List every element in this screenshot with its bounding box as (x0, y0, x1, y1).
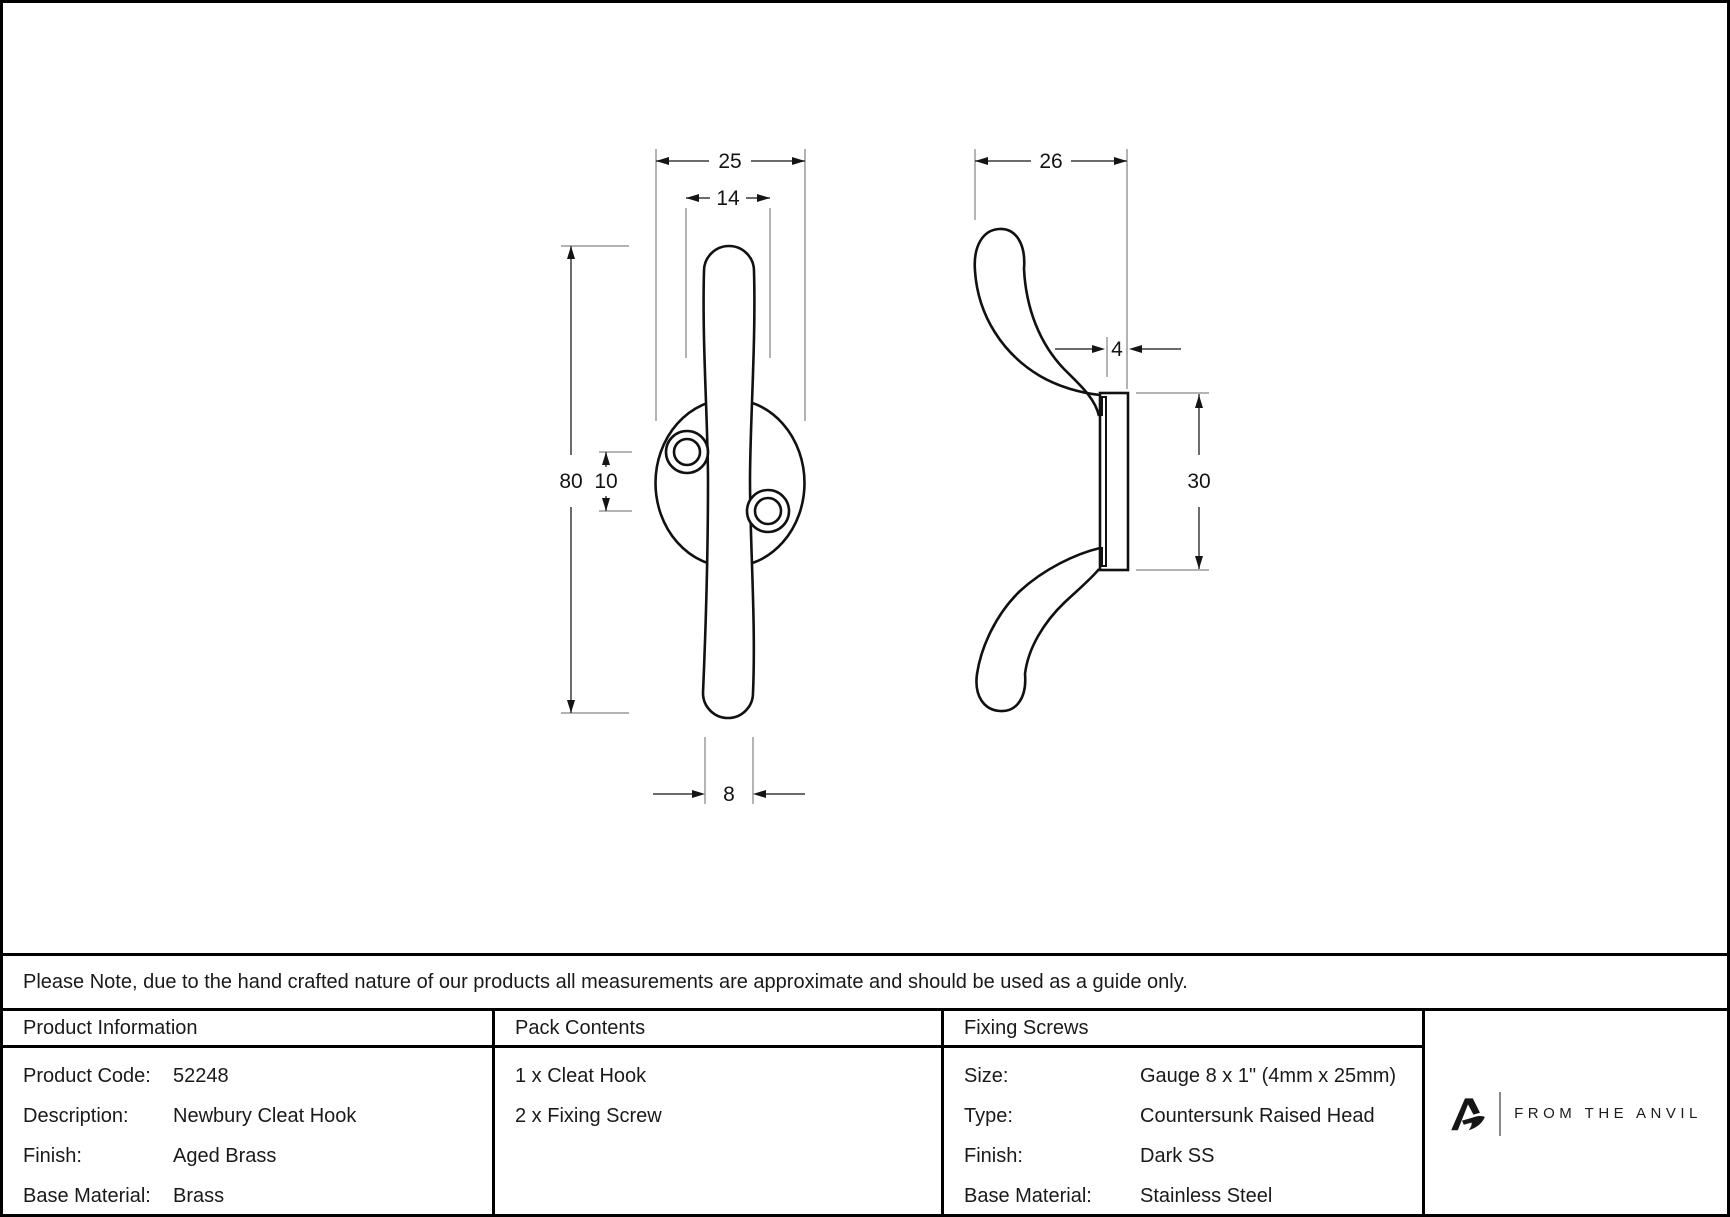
spec-label: Base Material: (23, 1185, 151, 1207)
spec-label: Finish: (964, 1145, 1023, 1167)
fixing-screws-body: Size: Gauge 8 x 1" (4mm x 25mm) Type: Co… (944, 1048, 1422, 1214)
measurement-disclaimer-text: Please Note, due to the hand crafted nat… (23, 970, 1188, 993)
spec-label: Size: (964, 1065, 1009, 1087)
side-lower-horn (975, 546, 1101, 713)
list-item: 1 x Cleat Hook (515, 1065, 647, 1087)
logo-divider (1499, 1091, 1502, 1136)
front-hook-body (701, 244, 756, 720)
spec-label: Type: (964, 1105, 1013, 1127)
table-row: Size: Gauge 8 x 1" (4mm x 25mm) (964, 1056, 1402, 1096)
spec-label: Description: (23, 1105, 129, 1127)
dim-plate-width: 25 (718, 150, 741, 173)
dim-hook-end-width: 8 (723, 783, 735, 806)
product-information-body: Product Code: 52248 Description: Newbury… (3, 1048, 492, 1214)
brand-name: FROM THE ANVIL (1514, 1105, 1702, 1122)
spec-label: Finish: (23, 1145, 82, 1167)
measurement-disclaimer-row: Please Note, due to the hand crafted nat… (3, 953, 1727, 1008)
front-view (654, 244, 806, 720)
dimension-labels: 25 14 80 10 8 26 4 30 (559, 150, 1210, 806)
pack-contents-body: 1 x Cleat Hook 2 x Fixing Screw (495, 1048, 941, 1136)
spec-value: Countersunk Raised Head (1140, 1105, 1375, 1127)
pack-contents-column: Pack Contents 1 x Cleat Hook 2 x Fixing … (495, 1011, 944, 1214)
spec-value: Newbury Cleat Hook (173, 1105, 357, 1127)
product-information-column: Product Information Product Code: 52248 … (3, 1011, 495, 1214)
dim-plate-thickness: 4 (1111, 338, 1123, 361)
spec-label: Base Material: (964, 1185, 1092, 1207)
table-row: Finish: Aged Brass (23, 1136, 472, 1176)
from-the-anvil-monogram-icon (1451, 1097, 1485, 1130)
dim-hook-width: 14 (716, 187, 740, 210)
spec-value: Dark SS (1140, 1145, 1215, 1167)
table-row: Finish: Dark SS (964, 1136, 1402, 1176)
table-row: Base Material: Stainless Steel (964, 1176, 1402, 1214)
dim-plate-height: 30 (1187, 470, 1210, 493)
spec-table: Product Information Product Code: 52248 … (3, 1008, 1727, 1214)
product-information-header: Product Information (3, 1011, 492, 1048)
spec-value: 52248 (173, 1065, 229, 1087)
dimension-arrowheads (567, 157, 1203, 798)
spec-label: Product Code: (23, 1065, 151, 1087)
spec-value: Stainless Steel (1140, 1185, 1273, 1207)
side-upper-horn (973, 227, 1101, 417)
spec-value: Gauge 8 x 1" (4mm x 25mm) (1140, 1065, 1397, 1087)
fixing-screws-column: Fixing Screws Size: Gauge 8 x 1" (4mm x … (944, 1011, 1425, 1214)
brand-logo-cell: FROM THE ANVIL (1425, 1011, 1727, 1214)
dim-overall-height: 80 (559, 470, 582, 493)
cleat-hook-drawing: 25 14 80 10 8 26 4 30 (559, 149, 1211, 806)
table-row: Type: Countersunk Raised Head (964, 1096, 1402, 1136)
fixing-screws-header: Fixing Screws (944, 1011, 1422, 1048)
pack-contents-header: Pack Contents (495, 1011, 941, 1048)
dim-hole-spacing: 10 (594, 470, 617, 493)
table-row: Description: Newbury Cleat Hook (23, 1096, 472, 1136)
spec-value: Aged Brass (173, 1145, 277, 1167)
table-row: Base Material: Brass (23, 1176, 472, 1214)
side-backplate (1098, 391, 1130, 572)
dim-projection-depth: 26 (1039, 150, 1062, 173)
table-row: Product Code: 52248 (23, 1056, 472, 1096)
list-item: 2 x Fixing Screw (515, 1105, 662, 1127)
technical-drawing-area: 25 14 80 10 8 26 4 30 (3, 3, 1727, 953)
spec-value: Brass (173, 1185, 225, 1207)
side-view (973, 227, 1130, 713)
